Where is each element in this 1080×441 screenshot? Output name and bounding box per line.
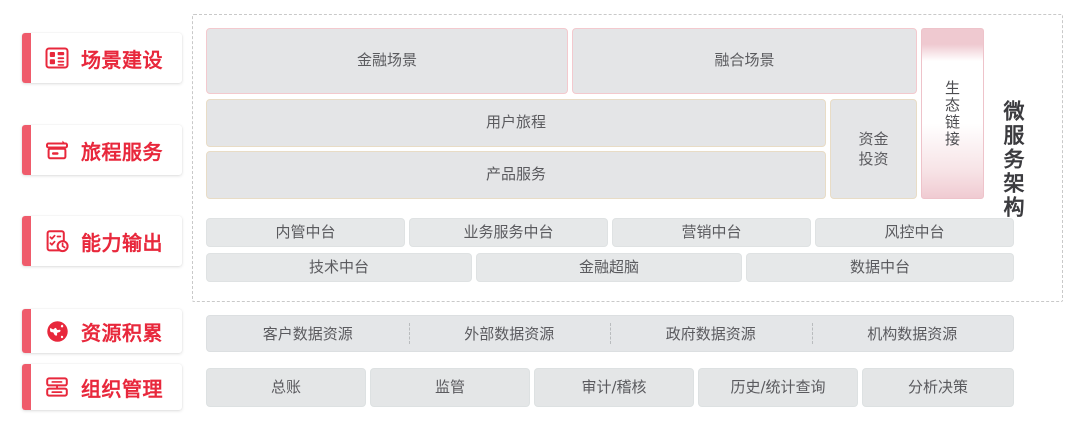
tile-label-line1: 资金 bbox=[858, 129, 889, 148]
tile-label: 业务服务中台 bbox=[463, 222, 554, 241]
tile-label: 分析决策 bbox=[907, 377, 968, 396]
dashboard-grid-icon bbox=[42, 43, 72, 73]
cell-label: 机构数据资源 bbox=[867, 325, 958, 343]
tile-label: 用户旅程 bbox=[485, 113, 546, 132]
microservice-architecture-group bbox=[192, 14, 1063, 302]
tile-label: 审计/稽核 bbox=[581, 377, 647, 396]
tile-business-service-platform[interactable]: 业务服务中台 bbox=[409, 218, 608, 247]
tile-label: 营销中台 bbox=[681, 222, 742, 241]
sidebar-item-journey-service[interactable]: 旅程服务 bbox=[22, 125, 182, 175]
globe-icon bbox=[42, 316, 72, 346]
tile-label: 金融超脑 bbox=[578, 257, 639, 276]
sidebar-item-label: 资源积累 bbox=[81, 320, 163, 345]
tile-financial-scenario[interactable]: 金融场景 bbox=[206, 28, 568, 94]
tile-internal-management-platform[interactable]: 内管中台 bbox=[206, 218, 405, 247]
cell-label: 客户数据资源 bbox=[262, 325, 353, 343]
tile-data-platform[interactable]: 数据中台 bbox=[746, 253, 1014, 282]
checklist-clock-icon bbox=[42, 226, 72, 256]
architecture-label: 微服务架构 bbox=[1001, 100, 1025, 220]
tile-label: 监管 bbox=[434, 377, 465, 396]
tile-label: 历史/统计查询 bbox=[730, 377, 826, 396]
sidebar: 场景建设 旅程服务 bbox=[0, 0, 190, 441]
tile-capital-investment[interactable]: 资金 投资 bbox=[830, 99, 917, 199]
tile-technology-platform[interactable]: 技术中台 bbox=[206, 253, 472, 282]
resource-cell-customer-data[interactable]: 客户数据资源 bbox=[207, 316, 409, 351]
cell-label: 外部数据资源 bbox=[464, 325, 555, 343]
tile-user-journey[interactable]: 用户旅程 bbox=[206, 99, 826, 147]
cell-label: 政府数据资源 bbox=[665, 325, 756, 343]
tile-analysis-decision[interactable]: 分析决策 bbox=[862, 368, 1014, 407]
tile-financial-super-brain[interactable]: 金融超脑 bbox=[476, 253, 742, 282]
resource-cell-institution-data[interactable]: 机构数据资源 bbox=[811, 316, 1014, 351]
sidebar-item-label: 组织管理 bbox=[81, 376, 163, 401]
tile-label: 数据中台 bbox=[849, 257, 910, 276]
sidebar-item-label: 旅程服务 bbox=[81, 139, 163, 164]
org-chart-icon bbox=[42, 372, 72, 402]
tile-label-line2: 投资 bbox=[858, 150, 889, 168]
tile-product-service[interactable]: 产品服务 bbox=[206, 151, 826, 199]
resource-cell-external-data[interactable]: 外部数据资源 bbox=[408, 316, 611, 351]
tile-integrated-scenario[interactable]: 融合场景 bbox=[572, 28, 917, 94]
sidebar-item-label: 场景建设 bbox=[81, 47, 163, 72]
tile-marketing-platform[interactable]: 营销中台 bbox=[612, 218, 811, 247]
tile-regulation[interactable]: 监管 bbox=[370, 368, 530, 407]
tile-history-statistics-query[interactable]: 历史/统计查询 bbox=[698, 368, 858, 407]
tile-label: 融合场景 bbox=[714, 51, 775, 70]
tile-label: 技术中台 bbox=[308, 257, 369, 276]
microservice-architecture-title: 微服务架构 bbox=[993, 70, 1033, 250]
sidebar-item-scene-construction[interactable]: 场景建设 bbox=[22, 33, 182, 83]
tile-label: 总账 bbox=[270, 377, 301, 396]
tile-label: 内管中台 bbox=[275, 222, 336, 241]
sidebar-item-label: 能力输出 bbox=[81, 230, 163, 255]
tile-risk-control-platform[interactable]: 风控中台 bbox=[815, 218, 1014, 247]
tile-label: 风控中台 bbox=[884, 222, 945, 241]
sidebar-item-organization-management[interactable]: 组织管理 bbox=[22, 364, 182, 410]
tile-label: 产品服务 bbox=[485, 165, 546, 184]
sidebar-item-resource-accumulation[interactable]: 资源积累 bbox=[22, 309, 182, 353]
sidebar-item-capability-output[interactable]: 能力输出 bbox=[22, 216, 182, 266]
tile-ecosystem-connection[interactable]: 生态链接 bbox=[921, 28, 984, 199]
tile-general-ledger[interactable]: 总账 bbox=[206, 368, 366, 407]
tile-label: 金融场景 bbox=[356, 51, 417, 70]
tile-label: 生态链接 bbox=[943, 79, 961, 148]
resource-cell-government-data[interactable]: 政府数据资源 bbox=[610, 316, 812, 351]
tile-audit-inspection[interactable]: 审计/稽核 bbox=[534, 368, 694, 407]
resource-strip: 客户数据资源 外部数据资源 政府数据资源 机构数据资源 bbox=[206, 315, 1014, 352]
card-ticket-icon bbox=[42, 135, 72, 165]
